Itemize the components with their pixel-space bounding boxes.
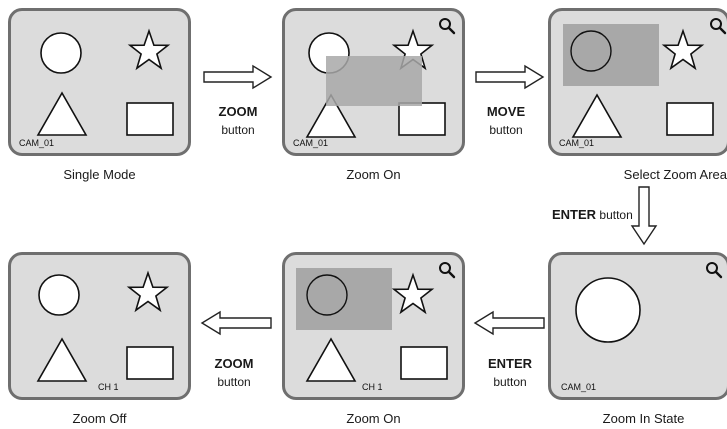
panel-zoom-in-state: CAM_01 (548, 252, 727, 400)
triangle-shape (571, 93, 623, 138)
camera-label: CH 1 (98, 382, 119, 392)
star-shape (126, 270, 170, 313)
triangle-shape (305, 93, 357, 138)
left-arrow-icon (473, 310, 545, 336)
magnifier-icon (706, 262, 723, 279)
star-shape (127, 28, 171, 71)
triangle-shape (36, 91, 88, 136)
rectangle-shape (666, 102, 714, 136)
panel-select-zoom-area: CAM_01 (548, 8, 727, 156)
rectangle-shape (126, 346, 174, 380)
rectangle-shape (126, 102, 174, 136)
panel-zoom-off: CH 1 (8, 252, 191, 400)
caption-zoom-on-top: Zoom On (346, 167, 401, 182)
zoom-area-overlay (326, 56, 422, 106)
shapes-layout (305, 28, 446, 138)
rectangle-shape (398, 102, 446, 136)
caption-zoom-off: Zoom Off (72, 411, 127, 426)
shapes-layout (296, 268, 448, 382)
circle-shape (306, 274, 348, 316)
caption-zoom-in-state: Zoom In State (602, 411, 685, 426)
circle-shape (575, 277, 641, 343)
circle-shape (570, 30, 612, 72)
left-arrow-icon (200, 310, 272, 336)
circle-shape (40, 32, 82, 74)
right-arrow-icon (203, 64, 273, 90)
shapes-layout (575, 277, 641, 343)
panel-zoom-on-top: CAM_01 (282, 8, 465, 156)
triangle-shape (36, 337, 88, 382)
shapes-layout (563, 24, 714, 138)
camera-label: CAM_01 (19, 138, 55, 148)
camera-label: CAM_01 (293, 138, 329, 148)
magnifier-icon (439, 18, 456, 35)
camera-label: CAM_01 (561, 382, 597, 392)
magnifier-icon (439, 262, 456, 279)
right-arrow-icon (475, 64, 545, 90)
circle-shape (38, 274, 80, 316)
down-arrow-icon (630, 186, 658, 246)
shapes-layout (36, 28, 174, 136)
panel-zoom-on-bottom: CH 1 (282, 252, 465, 400)
star-shape (661, 28, 705, 71)
enter-button-label-down: ENTER button (552, 207, 633, 222)
panel-single-mode: CAM_01 (8, 8, 191, 156)
triangle-shape (305, 337, 357, 382)
camera-label: CH 1 (362, 382, 383, 392)
camera-label: CAM_01 (559, 138, 595, 148)
caption-single-mode: Single Mode (63, 167, 136, 182)
magnifier-icon (710, 18, 727, 35)
star-shape (391, 272, 435, 315)
rectangle-shape (400, 346, 448, 380)
shapes-layout (36, 270, 174, 382)
caption-select-zoom-area: Select Zoom Area (623, 167, 727, 182)
zoom-area-overlay (296, 268, 392, 330)
caption-zoom-on-bottom: Zoom On (346, 411, 401, 426)
